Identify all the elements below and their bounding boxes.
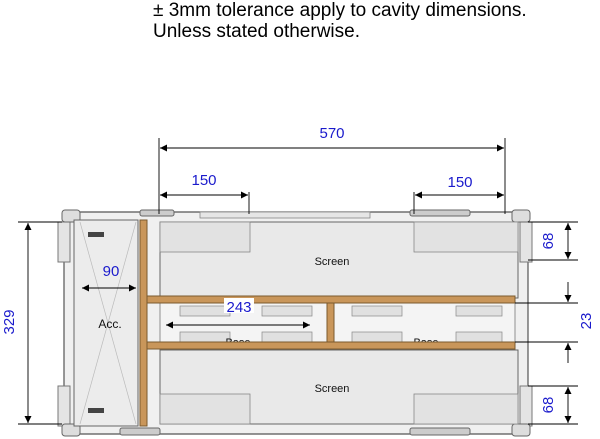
dim-right-screen-width [413,191,504,214]
dim-base-width-value: 243 [226,299,251,316]
dim-bottom-screen-height [528,385,578,425]
dim-bottom-screen-height-value: 68 [540,397,557,414]
screen-top-compartment: Screen [159,221,519,299]
dim-base-gap-value: 23 [578,313,595,330]
dim-right-screen-width-value: 150 [447,174,472,191]
wood-battens [139,219,516,427]
dim-overall-width [158,138,506,214]
dim-overall-width-value: 570 [319,125,344,142]
tolerance-note-line-1: ± 3mm tolerance apply to cavity dimensio… [153,0,527,21]
screen-bottom-compartment: Screen [159,349,519,425]
dim-overall-height-value: 329 [1,309,18,334]
screen-top-label: Screen [315,256,350,268]
accessory-label: Acc. [98,317,121,331]
dim-left-screen-width [160,191,250,214]
accessory-compartment: Acc. [73,219,139,427]
handle-icon [88,232,104,237]
dim-accessory-width-value: 90 [103,263,120,280]
handle-icon [88,408,104,413]
dim-base-gap [515,282,578,363]
dim-overall-height [18,221,62,425]
tolerance-note: ± 3mm tolerance apply to cavity dimensio… [153,0,527,42]
dim-top-screen-height-value: 68 [540,233,557,250]
dim-left-screen-width-value: 150 [191,172,216,189]
dim-top-screen-height [528,221,578,261]
tolerance-note-line-2: Unless stated otherwise. [153,21,360,42]
screen-bottom-label: Screen [315,383,350,395]
